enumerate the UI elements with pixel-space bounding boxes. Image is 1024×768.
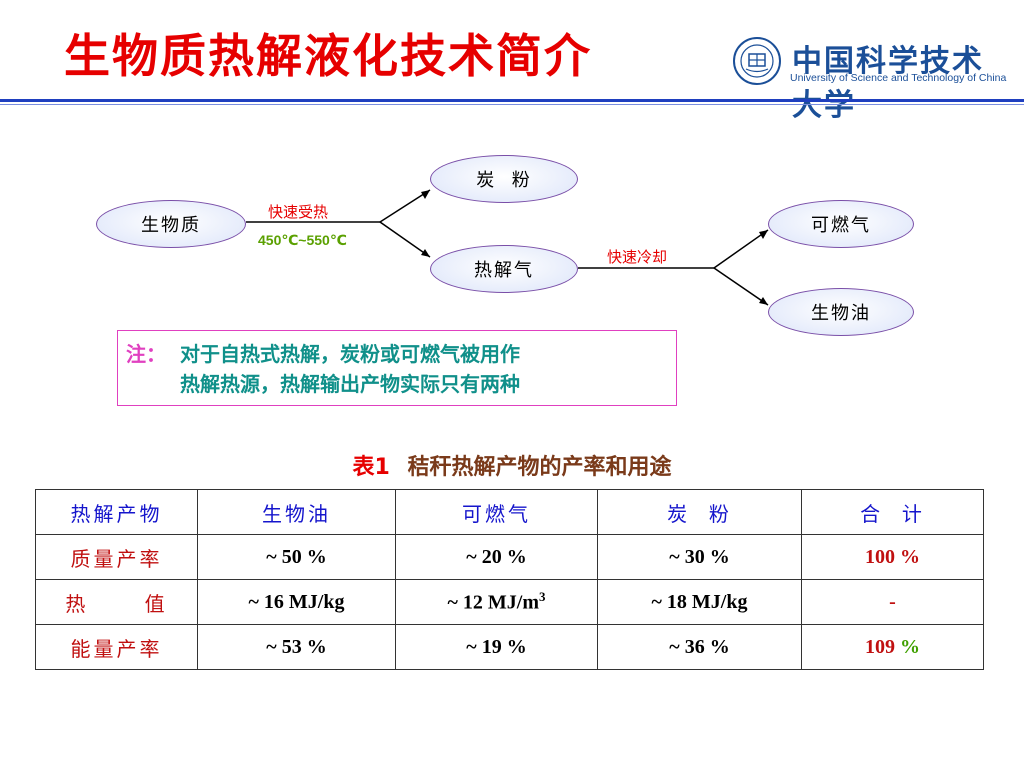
temperature-range-label: 450℃~550℃ (258, 232, 347, 248)
table-cell-total: 100 % (801, 534, 984, 580)
header-char: 炭 粉 (597, 489, 802, 535)
node-biomass-label: 生物质 (141, 215, 201, 236)
header-product: 热解产物 (35, 489, 198, 535)
table-row: 热 值 ~ 16 MJ/kg ~ 12 MJ/m3 ~ 18 MJ/kg - (35, 579, 984, 625)
node-biomass: 生物质 (96, 200, 246, 248)
table-cell: ~ 20 % (395, 534, 598, 580)
node-char-label: 炭 粉 (476, 170, 532, 191)
energy-total-value: 109 (865, 635, 900, 658)
arrowhead-oil (759, 297, 768, 305)
note-line-2: 热解热源，热解输出产物实际只有两种 (180, 372, 520, 396)
table-cell-total: - (801, 579, 984, 625)
table-cell-total: 109 % (801, 624, 984, 670)
table-cell: ~ 12 MJ/m3 (395, 579, 598, 625)
table-cell: ~ 36 % (597, 624, 802, 670)
node-char: 炭 粉 (430, 155, 578, 203)
header-gas: 可燃气 (395, 489, 598, 535)
table-cell: ~ 16 MJ/kg (197, 579, 396, 625)
table-row: 能量产率 ~ 53 % ~ 19 % ~ 36 % 109 % (35, 624, 984, 670)
node-bio-oil: 生物油 (768, 288, 914, 336)
fast-cooling-label: 快速冷却 (607, 248, 668, 266)
arrowhead-char (421, 190, 430, 199)
note-box: 注： 对于自热式热解，炭粉或可燃气被用作 热解热源，热解输出产物实际只有两种 (117, 330, 677, 406)
connector-to-char (379, 189, 431, 223)
heating-value-gas: ~ 12 MJ/m (447, 591, 540, 614)
node-combustible-gas: 可燃气 (768, 200, 914, 248)
connector-to-oil (713, 267, 769, 306)
table-caption-number: 表1 (352, 455, 390, 480)
node-pyrogas: 热解气 (430, 245, 578, 293)
row-label-mass-yield: 质量产率 (35, 534, 198, 580)
fast-heating-label: 快速受热 (268, 203, 329, 221)
arrowhead-pyrogas (421, 249, 430, 257)
table-row: 质量产率 ~ 50 % ~ 20 % ~ 30 % 100 % (35, 534, 984, 580)
row-label-energy-yield: 能量产率 (35, 624, 198, 670)
node-oil-label: 生物油 (811, 303, 871, 324)
header-bio-oil: 生物油 (197, 489, 396, 535)
page-title: 生物质热解液化技术简介 (64, 29, 592, 83)
note-prefix: 注： (126, 342, 166, 366)
header-total: 合 计 (801, 489, 984, 535)
table-cell: ~ 18 MJ/kg (597, 579, 802, 625)
connector-to-pyrogas (379, 221, 431, 258)
university-seal-icon (733, 37, 781, 85)
node-pyrogas-label: 热解气 (474, 260, 534, 281)
connector-to-gas (713, 229, 769, 269)
logo-chinese-name: 中国科学技术大学 (792, 44, 984, 123)
energy-total-unit: % (900, 635, 920, 658)
row-label-heating-value: 热 值 (35, 579, 198, 625)
table-cell: ~ 53 % (197, 624, 396, 670)
table-cell: ~ 50 % (197, 534, 396, 580)
table-cell: ~ 30 % (597, 534, 802, 580)
pyrolysis-products-table: 热解产物 生物油 可燃气 炭 粉 合 计 质量产率 ~ 50 % ~ 20 % … (35, 489, 984, 670)
unit-superscript: 3 (539, 589, 546, 605)
note-line-1: 对于自热式热解，炭粉或可燃气被用作 (180, 342, 520, 366)
header-rule-thin (0, 104, 1024, 105)
node-gas-label: 可燃气 (811, 215, 871, 236)
logo-english-name: University of Science and Technology of … (790, 72, 1007, 84)
header-rule (0, 99, 1024, 102)
arrowhead-gas (759, 230, 768, 239)
university-logo: 中国科学技术大学 University of Science and Techn… (732, 34, 1014, 123)
table-header-row: 热解产物 生物油 可燃气 炭 粉 合 计 (35, 489, 984, 535)
table-caption-text: 秸秆热解产物的产率和用途 (407, 455, 672, 480)
table-cell: ~ 19 % (395, 624, 598, 670)
table-caption: 表1 秸秆热解产物的产率和用途 (0, 449, 1024, 481)
